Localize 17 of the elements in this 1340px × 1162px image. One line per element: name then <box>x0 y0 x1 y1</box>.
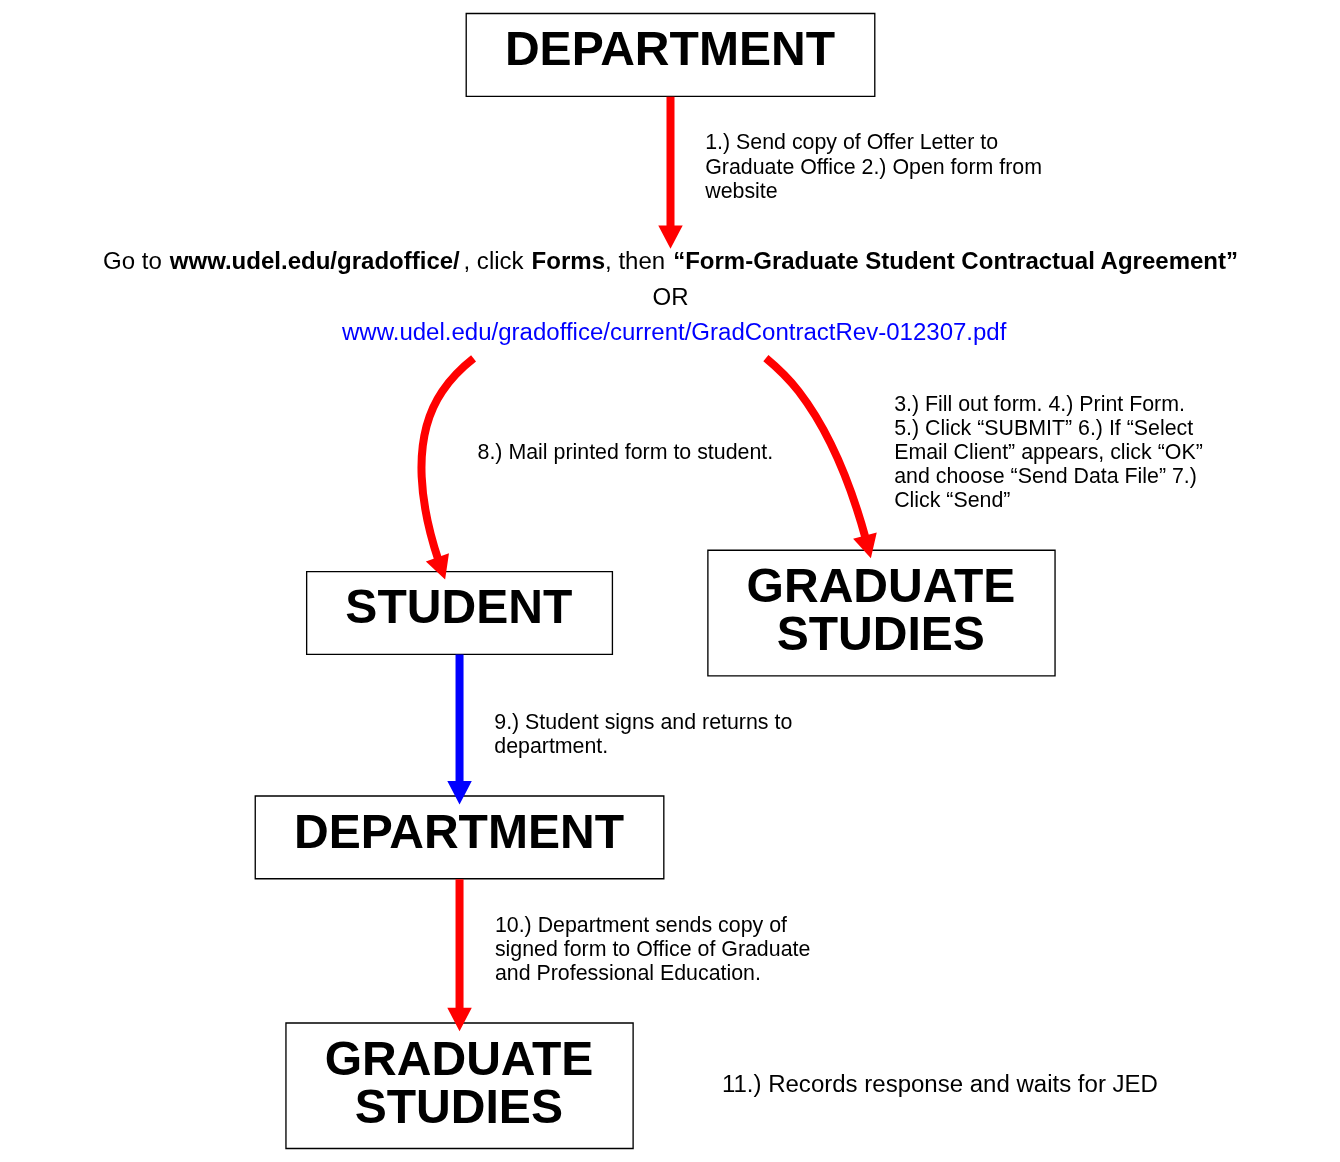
edge-label: 8.) Mail printed form to student. <box>477 440 773 465</box>
arrow <box>417 355 476 580</box>
node-label: 11.) Records response and waits for JED <box>721 1069 1158 1097</box>
node-box: GRADUATE STUDIES <box>284 1022 634 1150</box>
arrow <box>446 654 472 805</box>
node-box: STUDENT <box>305 571 613 656</box>
node-text: Go to www.udel.edu/gradoffice/, click Forms, then “Form-Graduate Student Contractual Agreement” OR www.udel.edu/gradoffice/current/GradContractRev-012307.pdf <box>102 247 1238 345</box>
node-box: GRADUATE STUDIES <box>706 549 1056 677</box>
edge-label: 3.) Fill out form. 4.) Print Form. 5.) Click “SUBMIT” 6.) If “Select Email Client” appears, click “OK” and choose “Send Data File” 7.) Click “Send” <box>893 392 1203 513</box>
edge-label: 1.) Send copy of Offer Letter to Graduate Office 2.) Open form from website <box>704 130 1042 203</box>
arrow <box>762 355 877 559</box>
arrow <box>446 879 472 1032</box>
edge-label: 9.) Student signs and returns to department. <box>493 709 792 758</box>
arrow <box>657 96 683 249</box>
node-box: DEPARTMENT <box>254 795 664 880</box>
edge-label: 10.) Department sends copy of signed form to Office of Graduate and Professional Education. <box>494 912 810 985</box>
node-box: DEPARTMENT <box>465 12 875 97</box>
